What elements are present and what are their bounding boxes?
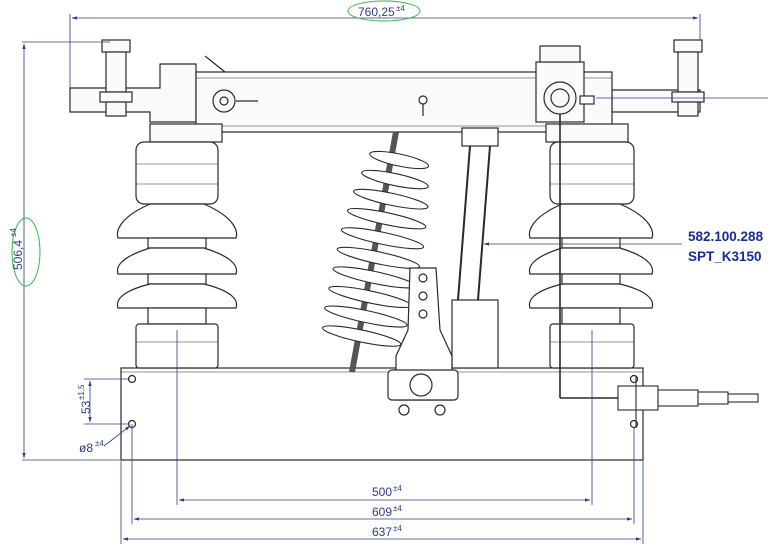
svg-text:±4: ±4 [95,439,104,448]
connector-cable [559,114,759,428]
dim-hole-diameter: ø8 ±4 [79,439,104,455]
part-number: 582.100.288 [688,229,764,244]
top-beam [69,39,705,143]
svg-text:760,25: 760,25 [358,5,395,19]
svg-text:±4: ±4 [396,4,405,13]
dim-overall-height: 506,4 ±4 [9,228,25,270]
operating-mechanism [387,127,499,416]
dim-overall-width: 760,25 ±4 [358,4,405,19]
highlight-height-ellipse [11,217,41,287]
dim-hole-vertical: 53 ±1,5 [77,384,93,414]
dim-base-width: 637 ±4 [372,524,402,539]
svg-text:±1,5: ±1,5 [77,384,86,400]
svg-text:53: 53 [79,400,93,414]
svg-text:±4: ±4 [393,524,402,533]
base-frame [120,367,644,461]
svg-text:±4: ±4 [393,484,402,493]
svg-text:506,4: 506,4 [11,240,25,270]
highlight-width-ellipse [347,0,421,22]
left-insulator [116,141,238,369]
right-insulator [528,141,654,369]
part-code: SPT_K3150 [688,249,762,264]
svg-text:609: 609 [372,505,392,519]
svg-text:ø8: ø8 [79,441,93,455]
svg-text:500: 500 [372,485,392,499]
dimension-lines [22,14,768,544]
dim-insulator-spacing: 500 ±4 [372,484,402,499]
dim-hole-spacing: 609 ±4 [372,504,402,519]
svg-text:637: 637 [372,525,392,539]
centre-tilted-insulator [322,131,430,373]
svg-text:±4: ±4 [393,504,402,513]
svg-text:±4: ±4 [9,228,18,237]
